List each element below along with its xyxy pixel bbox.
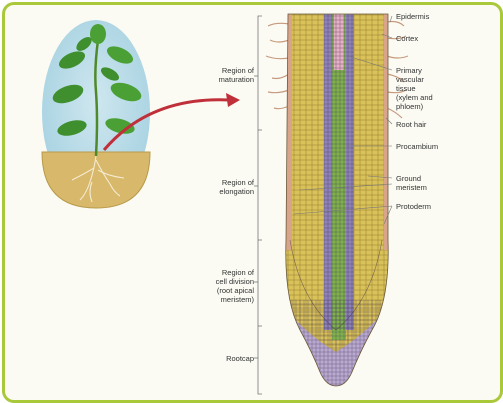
label-protoderm: Protoderm xyxy=(396,202,431,211)
pointer-arrowhead xyxy=(226,93,240,107)
region-bracket xyxy=(254,16,262,394)
label-region-elongation: Region of elongation xyxy=(198,178,254,196)
label-region-maturation: Region of maturation xyxy=(198,66,254,84)
label-procambium: Procambium xyxy=(396,142,438,151)
root-longitudinal-section xyxy=(280,10,400,400)
label-epidermis: Epidermis xyxy=(396,12,429,21)
label-region-division: Region of cell division (root apical mer… xyxy=(198,268,254,304)
label-ground-meristem: Ground meristem xyxy=(396,174,427,192)
label-root-hair: Root hair xyxy=(396,120,426,129)
label-cortex: Cortex xyxy=(396,34,418,43)
label-vascular-tissue: Primary vascular tissue (xylem and phloe… xyxy=(396,66,433,111)
label-rootcap: Rootcap xyxy=(198,354,254,363)
plant-illustration xyxy=(42,20,150,208)
